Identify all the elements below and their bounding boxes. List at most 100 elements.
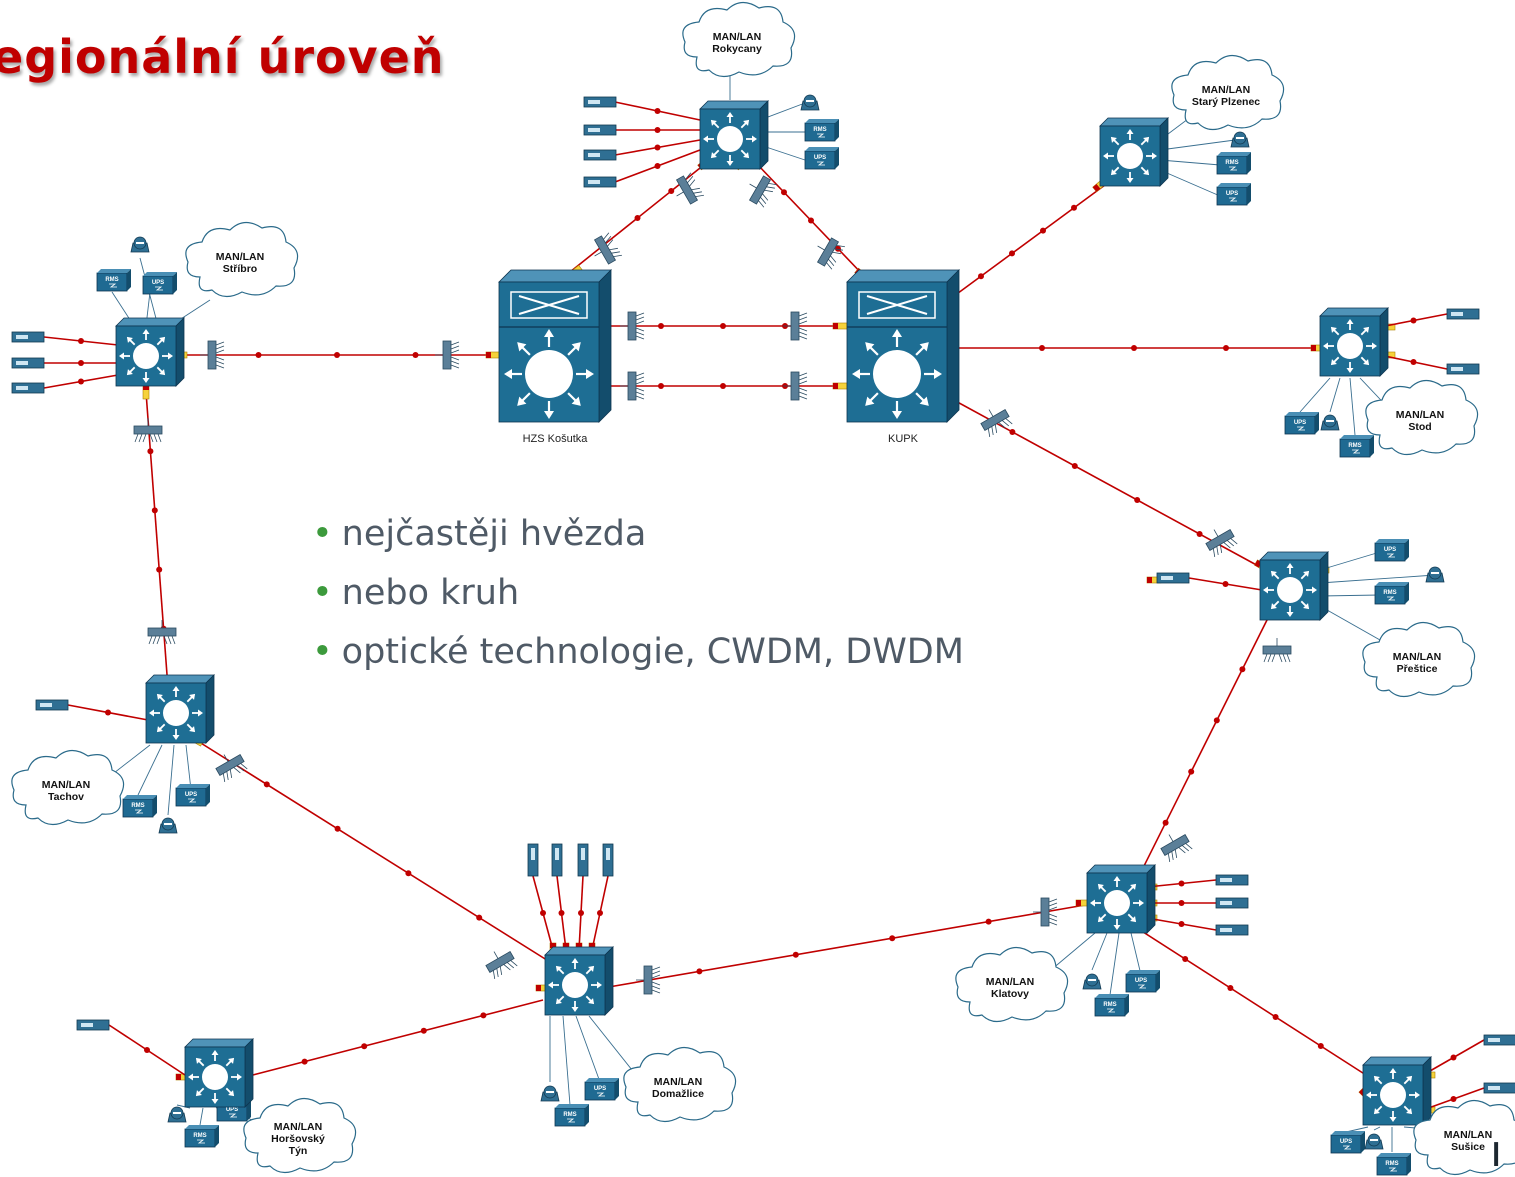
ip-phone-icon (1320, 414, 1340, 431)
rms-server-icon: RMS (554, 1104, 589, 1127)
fiber-link (949, 397, 1263, 569)
media-converter-icon (527, 843, 539, 877)
optical-mux-icon (783, 311, 808, 341)
fiber-link (950, 345, 1318, 351)
media-converter-icon (11, 357, 45, 369)
fiber-link (614, 101, 701, 121)
optical-mux-icon (636, 965, 661, 995)
fiber-link (67, 704, 149, 721)
optical-mux-icon (783, 371, 808, 401)
media-converter-icon (35, 699, 69, 711)
fiber-link (195, 739, 551, 963)
ip-phone-icon (1425, 566, 1445, 583)
ip-phone-icon (167, 1106, 187, 1123)
port-connector (142, 384, 150, 400)
bullet-item: nebo kruh (312, 564, 964, 623)
ip-phone-icon (800, 94, 820, 111)
svg-text:UPS: UPS (1226, 191, 1238, 197)
svg-text:RMS: RMS (1383, 590, 1396, 596)
optical-mux-icon (1160, 833, 1193, 862)
fiber-link (949, 184, 1106, 300)
cloud-label: MAN/LAN (1444, 1129, 1492, 1141)
port-connector (832, 322, 848, 330)
ups-icon: UPS (584, 1078, 619, 1101)
optical-mux-icon (675, 172, 704, 205)
l3-switch-icon (1319, 307, 1389, 377)
core-router-icon: HZS Košutka (498, 269, 612, 445)
rms-server-icon: RMS (804, 119, 839, 142)
fiber-link (1146, 879, 1217, 888)
media-converter-icon (1446, 308, 1480, 320)
media-converter-icon (11, 331, 45, 343)
ip-phone-icon (130, 236, 150, 253)
fiber-link (244, 999, 544, 1078)
cloud-label: Domažlice (652, 1088, 704, 1100)
cloud-label: Stod (1408, 421, 1431, 433)
svg-text:RMS: RMS (813, 127, 826, 133)
fiber-link (1379, 313, 1448, 328)
media-converter-icon (602, 843, 614, 877)
fiber-link (1422, 1087, 1485, 1111)
cloud-label: MAN/LAN (1396, 409, 1444, 421)
media-converter-icon (577, 843, 589, 877)
cloud-label: MAN/LAN (654, 1076, 702, 1088)
cloud-label: MAN/LAN (42, 779, 90, 791)
media-converter-icon (1215, 897, 1249, 909)
ups-icon: UPS (1330, 1131, 1365, 1154)
ups-icon: UPS (1125, 970, 1160, 993)
lan-link (167, 744, 175, 816)
devices-layer: RMS UPS RMS UPS RMS UPS UPS RMS UPS RMS RMS UPS RMS U… (11, 94, 1515, 1176)
fiber-link (532, 875, 554, 951)
lan-link (562, 1015, 571, 1106)
fiber-link (108, 1024, 186, 1076)
rms-server-icon: RMS (1339, 435, 1374, 458)
svg-text:RMS: RMS (1348, 443, 1361, 449)
rms-server-icon: RMS (1094, 994, 1129, 1017)
media-converter-icon (551, 843, 563, 877)
lan-link (575, 1015, 601, 1083)
fiber-link (599, 383, 847, 389)
corner-logo-fragment: ı (1490, 1126, 1503, 1177)
lan-link (137, 744, 163, 796)
l3-switch-icon (544, 946, 614, 1016)
optical-mux-icon (620, 371, 645, 401)
ups-icon: UPS (1284, 412, 1319, 435)
cloud-label: Stříbro (223, 263, 257, 275)
l3-switch-icon (1099, 117, 1169, 187)
svg-text:UPS: UPS (185, 792, 197, 798)
cloud-label: Rokycany (712, 43, 762, 55)
core-label: KUPK (888, 433, 919, 445)
cloud-label: Týn (289, 1145, 308, 1157)
fiber-link (578, 875, 584, 951)
optical-mux-icon (980, 408, 1013, 437)
cloud-label: MAN/LAN (1202, 84, 1250, 96)
media-converter-icon (76, 1019, 110, 1031)
svg-text:UPS: UPS (1340, 1139, 1352, 1145)
ip-phone-icon (1082, 973, 1102, 990)
l3-switch-icon (1259, 551, 1329, 621)
svg-text:UPS: UPS (1135, 978, 1147, 984)
lan-link (1109, 932, 1120, 996)
l3-switch-icon (1362, 1056, 1432, 1126)
media-converter-icon (583, 96, 617, 108)
fiber-link (1422, 1039, 1485, 1076)
lan-link (1329, 377, 1341, 413)
lan-link (185, 744, 192, 791)
optical-mux-icon (133, 418, 163, 443)
svg-text:RMS: RMS (1385, 1161, 1398, 1167)
optical-mux-icon (200, 340, 225, 370)
cloud-label: Přeštice (1397, 663, 1438, 675)
core-router-icon: KUPK (846, 269, 960, 445)
rms-server-icon: RMS (1216, 152, 1251, 175)
svg-text:RMS: RMS (131, 803, 144, 809)
media-converter-icon (1483, 1034, 1515, 1046)
cloud-label: MAN/LAN (713, 31, 761, 43)
fiber-link (614, 139, 701, 156)
ip-phone-icon (540, 1085, 560, 1102)
svg-text:UPS: UPS (814, 155, 826, 161)
fiber-link (556, 875, 567, 951)
